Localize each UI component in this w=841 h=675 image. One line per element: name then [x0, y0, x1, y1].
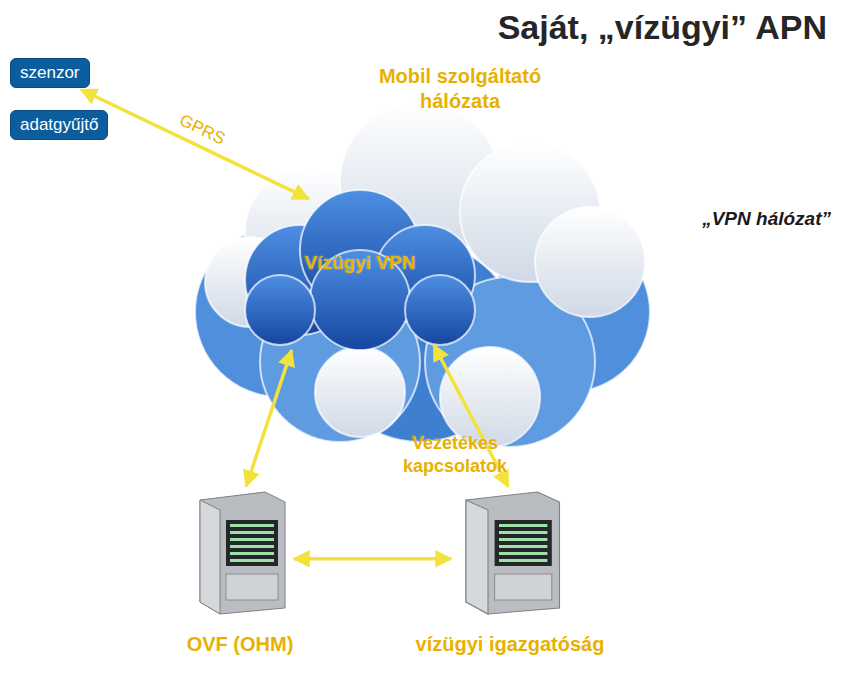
server-label: vízügyi igazgatóság — [416, 633, 605, 656]
network-note: „VPN hálózat” — [702, 208, 831, 230]
link-note: Vezetékes kapcsolatok — [360, 432, 550, 479]
vpn-cloud: Vízügyi VPN — [240, 180, 480, 350]
device-label: szenzor — [20, 63, 80, 83]
server-icon — [455, 490, 565, 615]
cloud-label: Mobil szolgáltató hálózata — [350, 64, 570, 114]
server-icon — [190, 490, 290, 615]
connector-arrow — [81, 90, 308, 199]
edge-label: GPRS — [176, 110, 228, 149]
server-label: OVF (OHM) — [187, 633, 294, 656]
cloud-label: Vízügyi VPN — [240, 252, 480, 274]
provider-cloud: Mobil szolgáltató hálózataVízügyi VPN — [190, 62, 650, 452]
server-node: vízügyi igazgatóság — [455, 490, 565, 615]
connector-arrow — [294, 557, 451, 561]
title: Saját, „vízügyi” APN — [498, 8, 827, 47]
device-box: szenzor — [10, 58, 90, 88]
server-node: OVF (OHM) — [190, 490, 290, 615]
device-label: adatgyűjtő — [20, 115, 98, 135]
device-box: adatgyűjtő — [10, 110, 108, 140]
connector-arrow — [246, 350, 291, 486]
